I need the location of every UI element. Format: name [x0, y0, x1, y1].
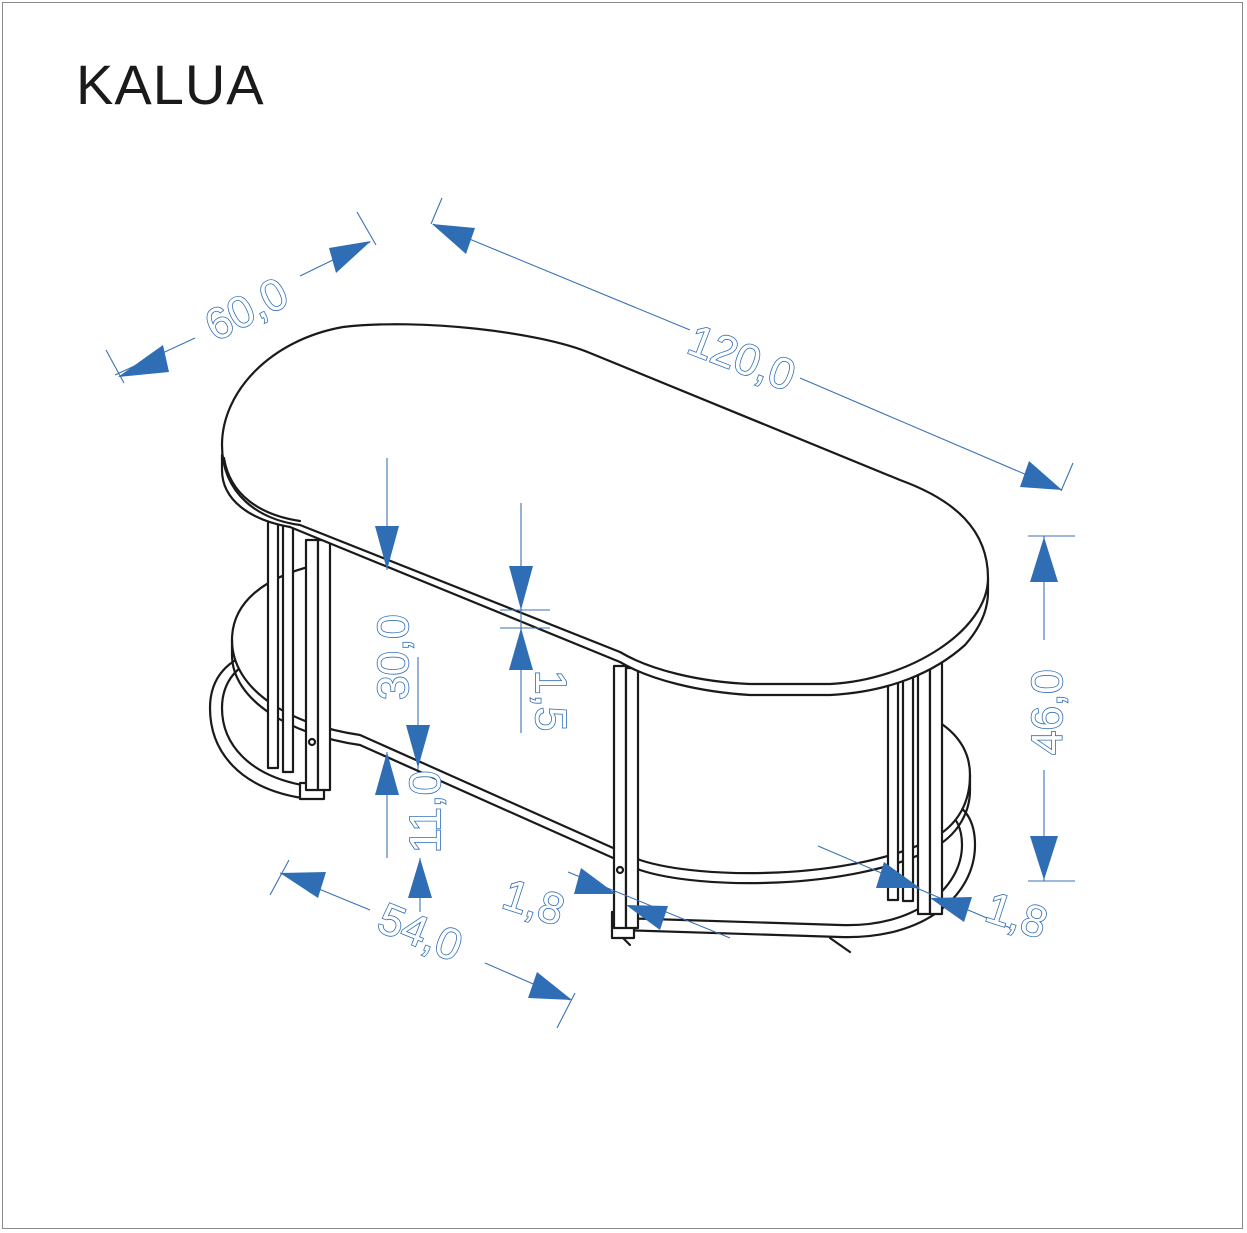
height-label: 46,0: [1023, 669, 1072, 755]
bottom-clearance-label: 11,0: [401, 771, 450, 853]
dimension-top-thickness: 1,5: [500, 503, 576, 733]
dimension-bottom-clearance: 11,0: [375, 752, 451, 912]
dimension-shelf-gap: 30,0: [368, 458, 430, 770]
length-label: 120,0: [681, 316, 801, 401]
frame-right-label: 1,8: [980, 883, 1053, 949]
dimension-height: 46,0: [1022, 535, 1075, 882]
coffee-table: [208, 323, 990, 954]
top-thickness-label: 1,5: [526, 670, 575, 731]
tabletop: [220, 323, 990, 697]
shelf-gap-label: 30,0: [369, 614, 418, 700]
lower-shelf: [230, 560, 972, 885]
back-legs: [266, 516, 915, 903]
product-title: KALUA: [76, 53, 265, 116]
depth-label: 60,0: [197, 268, 296, 351]
frame-left-label: 1,8: [497, 870, 570, 936]
inner-depth-label: 54,0: [371, 894, 469, 972]
